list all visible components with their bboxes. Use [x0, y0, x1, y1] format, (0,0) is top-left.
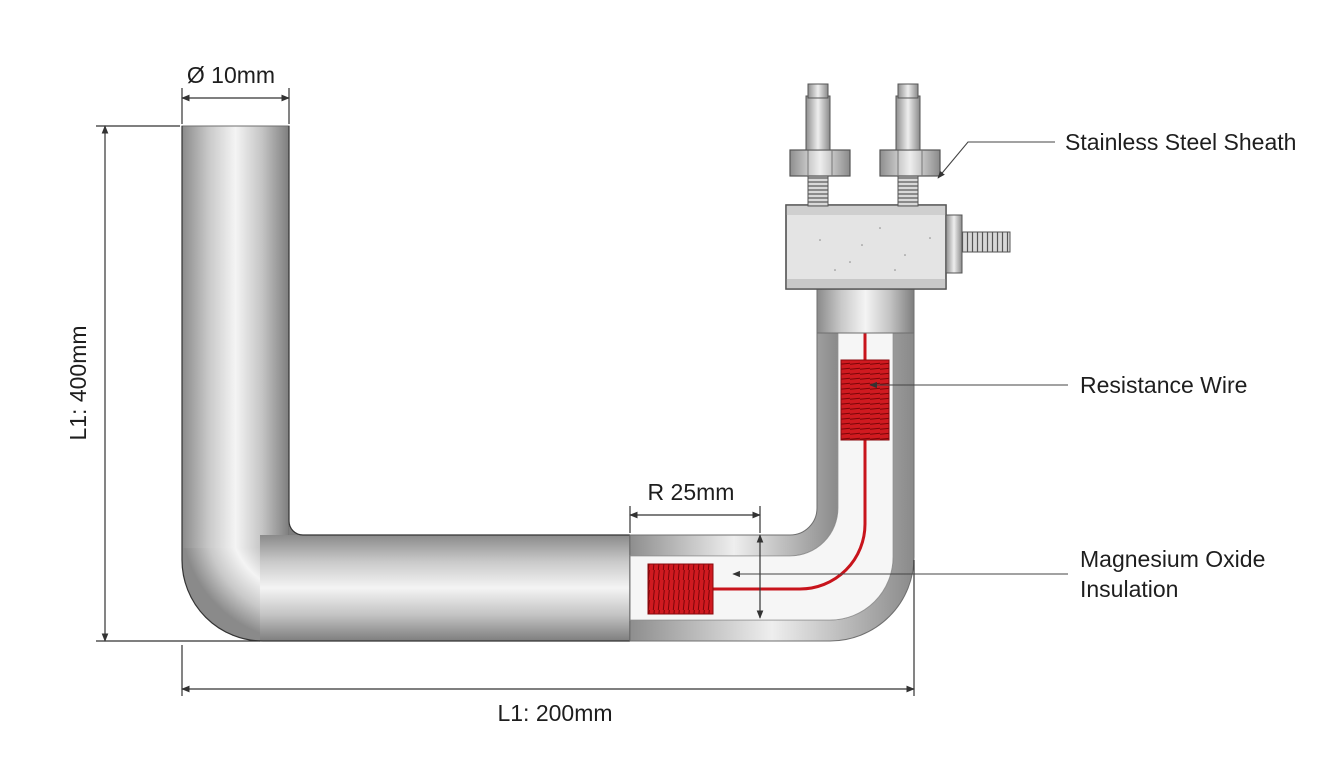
vertical-coil [840, 359, 890, 441]
callout-wire-label: Resistance Wire [1080, 372, 1247, 398]
resistance-wire [713, 440, 867, 591]
vertical-length-label: L1: 400mm [65, 325, 91, 440]
left-tube-outline [181, 126, 630, 642]
callout-sheath: Stainless Steel Sheath [937, 129, 1296, 179]
terminal-post-left [789, 83, 851, 207]
right-tube-stub [816, 287, 915, 334]
terminal-block [785, 204, 947, 290]
bend-radius-label: R 25mm [648, 479, 735, 505]
side-nut [945, 214, 963, 274]
callout-insulation-label-line1: Magnesium Oxide [1080, 546, 1265, 572]
diameter-label: Ø 10mm [187, 62, 275, 88]
side-bolt [961, 231, 1011, 253]
terminal-post-right [879, 83, 941, 207]
horizontal-length-label: L1: 200mm [497, 700, 612, 726]
bend-radius-dimension: R 25mm [629, 479, 764, 619]
horizontal-coil [647, 563, 714, 615]
diameter-dimension: Ø 10mm [181, 62, 290, 124]
callout-wire: Resistance Wire [869, 372, 1247, 398]
left-tube [181, 125, 631, 642]
callout-insulation: Magnesium Oxide Insulation [732, 546, 1265, 602]
cutaway-inner-wall [629, 332, 839, 557]
terminal-box [785, 204, 1011, 290]
left-tube-vertical [181, 125, 290, 551]
left-tube-horizontal [260, 535, 630, 641]
horizontal-length-dimension: L1: 200mm [181, 560, 915, 726]
cutaway-section [629, 332, 915, 642]
vertical-length-dimension: L1: 400mm [65, 125, 260, 642]
callout-sheath-label: Stainless Steel Sheath [1065, 129, 1296, 155]
insulation-core [629, 332, 894, 621]
callout-insulation-label-line2: Insulation [1080, 576, 1178, 602]
